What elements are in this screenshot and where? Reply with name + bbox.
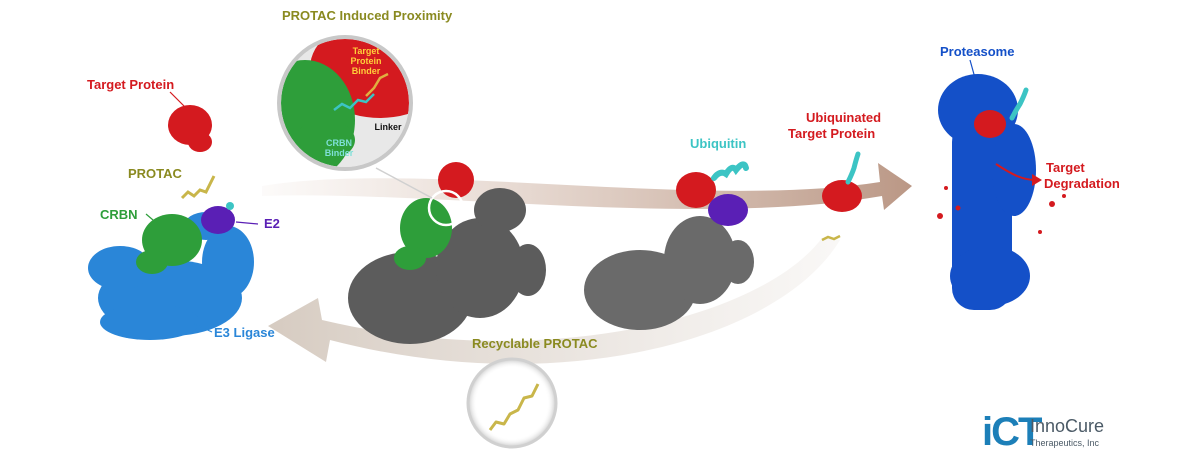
logo-subtitle: Therapeutics, Inc (1030, 438, 1100, 448)
label-recyclable-protac: Recyclable PROTAC (472, 336, 598, 351)
logo-mark: iCT (982, 410, 1042, 454)
e2-pointer (235, 221, 259, 225)
crbn-structure (136, 214, 202, 274)
degradation-arrowhead (1032, 174, 1042, 186)
proteasome-structure (938, 74, 1036, 310)
ternary-complex-crbn (394, 198, 452, 270)
proximity-highlight-ring (427, 189, 465, 227)
label-e2: E2 (264, 216, 280, 231)
e2-structure (201, 202, 235, 234)
ubiquitination-complex-gray (584, 216, 754, 330)
label-ubiquinated-line2: Target Protein (788, 126, 876, 141)
recycle-arrow (268, 238, 840, 364)
forward-arrow (262, 163, 912, 210)
e3-pointer (189, 321, 213, 333)
protac-molecule (180, 175, 216, 200)
label-crbn: CRBN (100, 207, 138, 222)
label-target-degradation-line2: Degradation (1044, 176, 1120, 191)
recyclable-protac-inset (466, 357, 558, 449)
label-e3-ligase: E3 Ligase (214, 325, 275, 340)
label-inset-linker: Linker (374, 122, 402, 132)
logo-name: InnoCure (1030, 416, 1105, 436)
label-induced-proximity: PROTAC Induced Proximity (282, 8, 453, 23)
innocure-logo: iCT InnoCure Therapeutics, Inc (982, 412, 1122, 456)
proteasome-target (974, 110, 1006, 138)
label-ubiquinated-line1: Ubiquinated (806, 110, 882, 125)
proximity-inset (277, 35, 413, 171)
label-protac: PROTAC (128, 166, 182, 181)
label-proteasome: Proteasome (940, 44, 1015, 59)
label-inset-target-binder: Target Protein Binder (350, 46, 382, 76)
ubiquinated-target-structure (822, 180, 862, 212)
label-target-degradation-line1: Target (1046, 160, 1085, 175)
proteasome-ubiquitin (1009, 87, 1029, 121)
zoom-line (375, 167, 433, 199)
label-target-protein: Target Protein (87, 77, 175, 92)
crbn-pointer (145, 213, 161, 227)
target-protein-structure (168, 105, 212, 152)
ubiquitination-e2 (708, 194, 748, 226)
ubiquitin-chain (711, 161, 749, 181)
label-inset-crbn-binder: CRBN Binder (324, 138, 354, 158)
ubiquitination-target (676, 172, 716, 208)
target-pointer (169, 91, 187, 109)
label-ubiquitin: Ubiquitin (690, 136, 747, 151)
proteasome-pointer (969, 59, 976, 79)
degraded-fragments (937, 186, 1066, 234)
ubiquinated-chain (845, 151, 861, 185)
released-protac (821, 234, 841, 242)
ternary-complex-gray (348, 188, 546, 344)
ternary-complex-target (438, 162, 474, 198)
